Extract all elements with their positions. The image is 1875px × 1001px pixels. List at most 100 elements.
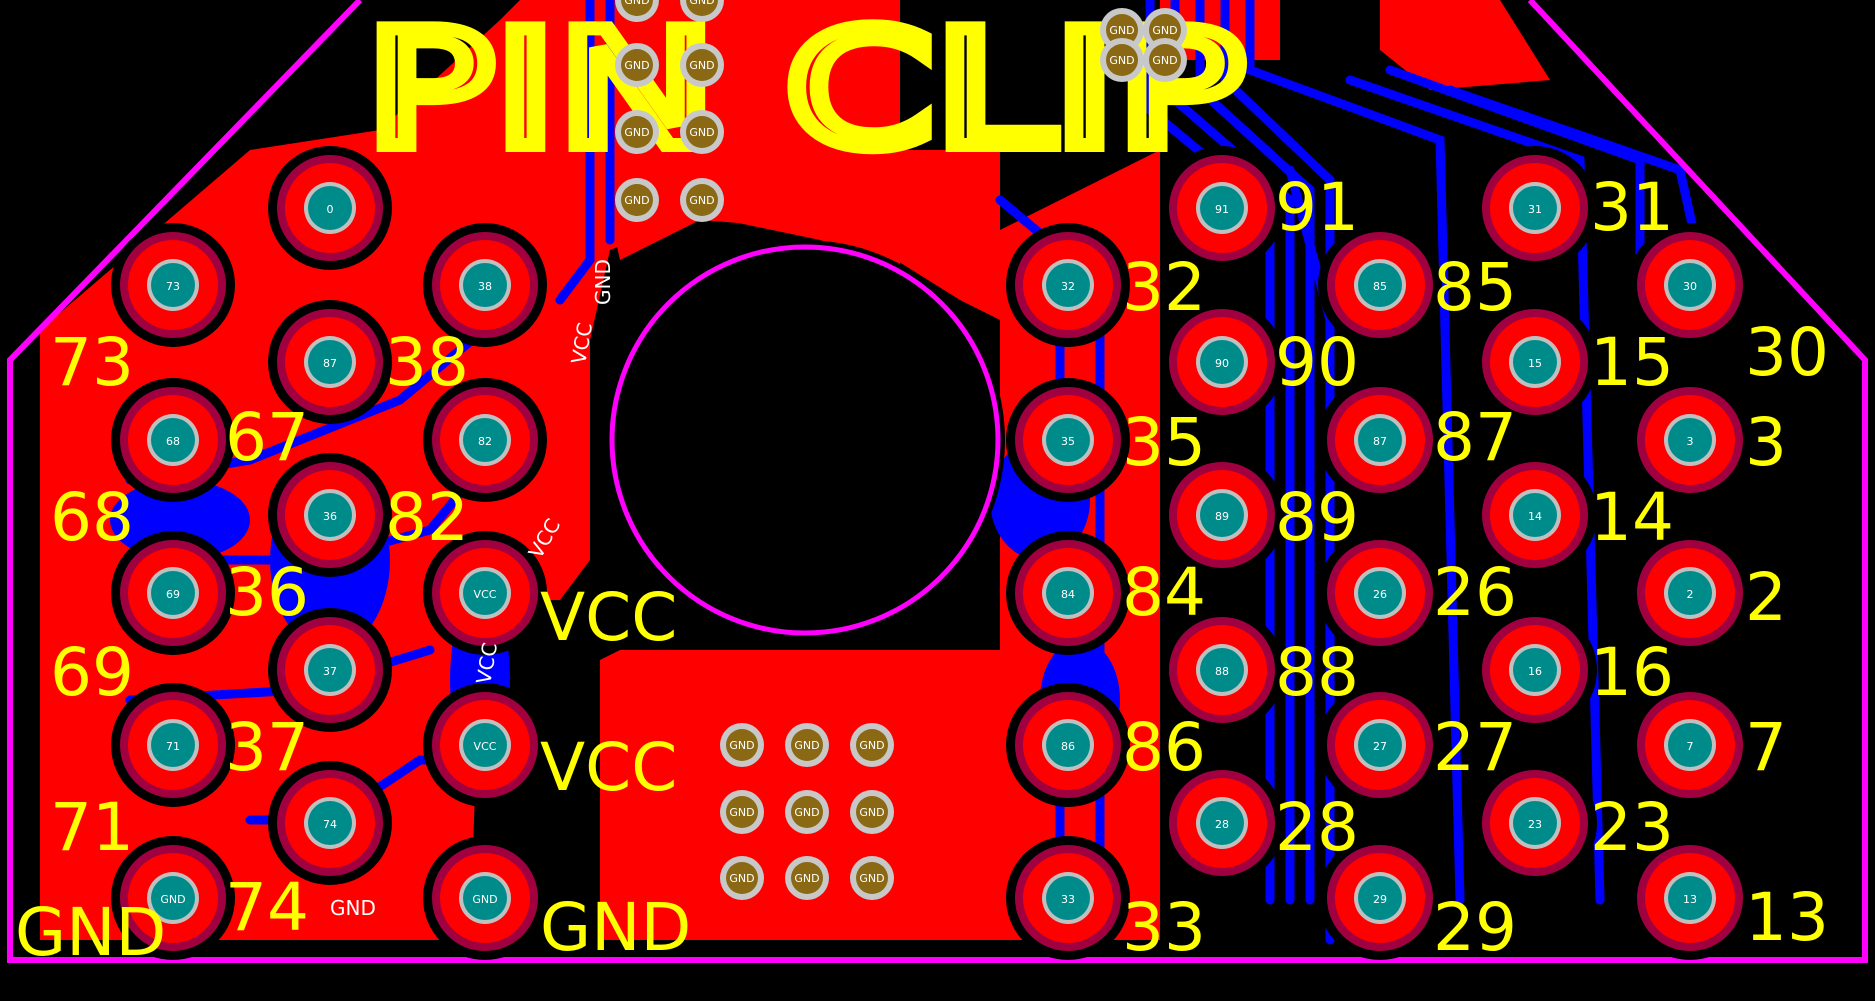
silk-label: GND xyxy=(540,889,691,966)
small-pad-label: GND xyxy=(689,0,714,7)
pad-drill xyxy=(151,876,195,920)
mounting-hole-clearance xyxy=(605,240,1005,640)
small-pad-core xyxy=(621,49,653,81)
small-pad: GND xyxy=(1100,38,1144,82)
small-pad-label: GND xyxy=(729,739,754,752)
small-pad-label: GND xyxy=(624,194,649,207)
pad: 36 xyxy=(268,453,392,577)
pad: 3 xyxy=(1628,378,1752,502)
small-pad: GND xyxy=(850,723,894,767)
small-pad-label: GND xyxy=(1109,54,1134,67)
small-pad-label: GND xyxy=(859,739,884,752)
silk-label: 68 xyxy=(50,479,134,556)
small-pad: GND xyxy=(785,856,829,900)
pad: 0 xyxy=(268,146,392,270)
silk-label: 7 xyxy=(1745,709,1787,786)
pad: 38 xyxy=(423,223,547,347)
pad-label: 89 xyxy=(1215,510,1229,523)
pad-drill xyxy=(1046,876,1090,920)
pad-label: 14 xyxy=(1528,510,1542,523)
small-pad: GND xyxy=(680,110,724,154)
small-pad-label: GND xyxy=(624,59,649,72)
pad-label: 32 xyxy=(1061,280,1075,293)
small-pad: GND xyxy=(615,43,659,87)
pad-drill xyxy=(1200,340,1244,384)
pad-label: 7 xyxy=(1687,740,1694,753)
small-pad-core xyxy=(621,184,653,216)
copper-topright xyxy=(1380,0,1550,90)
pad-drill xyxy=(463,263,507,307)
pad: 23 xyxy=(1473,761,1597,885)
pad-label: 33 xyxy=(1061,893,1075,906)
silk-label: 74 xyxy=(225,869,309,946)
pad: 73 xyxy=(111,223,235,347)
pad: 89 xyxy=(1160,453,1284,577)
small-pad: GND xyxy=(785,790,829,834)
pad-label: 26 xyxy=(1373,588,1387,601)
pad-label: 2 xyxy=(1687,588,1694,601)
pad-drill xyxy=(1200,648,1244,692)
pad: 35 xyxy=(1006,378,1130,502)
pad: 90 xyxy=(1160,300,1284,424)
pad: 30 xyxy=(1628,223,1752,347)
small-pad: GND xyxy=(680,43,724,87)
small-pad-core xyxy=(791,862,823,894)
silk-label: 28 xyxy=(1275,789,1359,866)
small-pad-label: GND xyxy=(689,59,714,72)
small-pad-label: GND xyxy=(859,806,884,819)
pad-label: 85 xyxy=(1373,280,1387,293)
pad: 91 xyxy=(1160,146,1284,270)
small-pad-core xyxy=(686,0,718,16)
pad-label: 27 xyxy=(1373,740,1387,753)
silk-label: 85 xyxy=(1433,249,1517,326)
pad-drill xyxy=(463,571,507,615)
pad: 33 xyxy=(1006,836,1130,960)
small-pad-label: GND xyxy=(794,872,819,885)
small-pad-label: GND xyxy=(794,739,819,752)
silk-label: GND xyxy=(15,894,166,971)
small-pad-core xyxy=(1106,14,1138,46)
pad-drill xyxy=(1046,571,1090,615)
small-pad: GND xyxy=(720,790,764,834)
small-pad: GND xyxy=(680,0,724,22)
pad: 69 xyxy=(111,531,235,655)
pad: 16 xyxy=(1473,608,1597,732)
pad-drill xyxy=(1358,571,1402,615)
pad: 31 xyxy=(1473,146,1597,270)
small-pad: GND xyxy=(720,856,764,900)
pad-drill xyxy=(1668,723,1712,767)
pad-label: 71 xyxy=(166,740,180,753)
small-pad: GND xyxy=(680,178,724,222)
pad-label: 38 xyxy=(478,280,492,293)
pad-label: 88 xyxy=(1215,665,1229,678)
pad-drill xyxy=(1358,263,1402,307)
silk-label: 31 xyxy=(1590,169,1674,246)
silk-label: 35 xyxy=(1122,404,1206,481)
pad-label: 28 xyxy=(1215,818,1229,831)
pad-label: 69 xyxy=(166,588,180,601)
pad: VCC xyxy=(423,531,547,655)
small-pad: GND xyxy=(720,723,764,767)
small-pad-core xyxy=(791,729,823,761)
silk-label: 90 xyxy=(1275,324,1359,401)
small-pad-core xyxy=(621,116,653,148)
pad-label: 30 xyxy=(1683,280,1697,293)
pad-drill xyxy=(308,648,352,692)
pad: VCC xyxy=(423,683,547,807)
pad: 37 xyxy=(268,608,392,732)
small-pad-core xyxy=(791,796,823,828)
small-pad-core xyxy=(621,0,653,16)
pad-drill xyxy=(463,723,507,767)
pad-drill xyxy=(151,418,195,462)
silk-label: 36 xyxy=(225,554,309,631)
pad: 28 xyxy=(1160,761,1284,885)
pad-drill xyxy=(1513,493,1557,537)
silk-label: 14 xyxy=(1590,479,1674,556)
trace xyxy=(1195,0,1315,905)
silk-label: 73 xyxy=(50,324,134,401)
pad-label: 74 xyxy=(323,818,337,831)
silk-label: 30 xyxy=(1745,314,1829,391)
small-pad-core xyxy=(1149,14,1181,46)
pad: 14 xyxy=(1473,453,1597,577)
